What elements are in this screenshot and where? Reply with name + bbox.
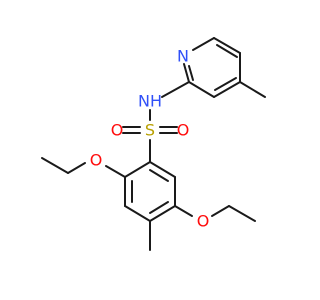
molecule-structure-diagram: N NH S O O O O xyxy=(41,37,266,251)
bond xyxy=(188,65,194,81)
atom-label-pyridine-nitrogen: N xyxy=(177,47,189,66)
bond xyxy=(192,37,215,51)
bond xyxy=(213,81,241,98)
atom-label-layer: N NH S O O O O xyxy=(90,47,210,231)
bond xyxy=(228,205,256,222)
bond xyxy=(124,161,151,178)
atom-label-sulfur: S xyxy=(145,121,155,140)
bond xyxy=(216,44,238,58)
bond xyxy=(183,63,190,83)
bond xyxy=(213,37,241,54)
atom-label-ethoxy-oxygen-upper: O xyxy=(90,151,103,170)
bond xyxy=(149,161,176,178)
atom-label-sulfonyl-oxygen-right: O xyxy=(177,121,190,140)
bond xyxy=(188,81,215,98)
bond xyxy=(41,157,69,174)
bond xyxy=(124,205,151,222)
bond xyxy=(149,169,169,182)
bond xyxy=(105,165,126,178)
atom-label-ethoxy-oxygen-lower: O xyxy=(197,212,210,231)
bond xyxy=(161,81,190,98)
bond xyxy=(214,77,237,91)
atom-label-sulfonyl-oxygen-left: O xyxy=(111,121,124,140)
bond xyxy=(174,205,193,217)
bond xyxy=(239,81,266,98)
bond-layer xyxy=(41,37,266,251)
bond xyxy=(149,201,169,214)
atom-label-amine-nitrogen: NH xyxy=(138,92,162,111)
bond xyxy=(67,162,86,174)
bond xyxy=(211,205,230,217)
bond xyxy=(149,205,176,222)
